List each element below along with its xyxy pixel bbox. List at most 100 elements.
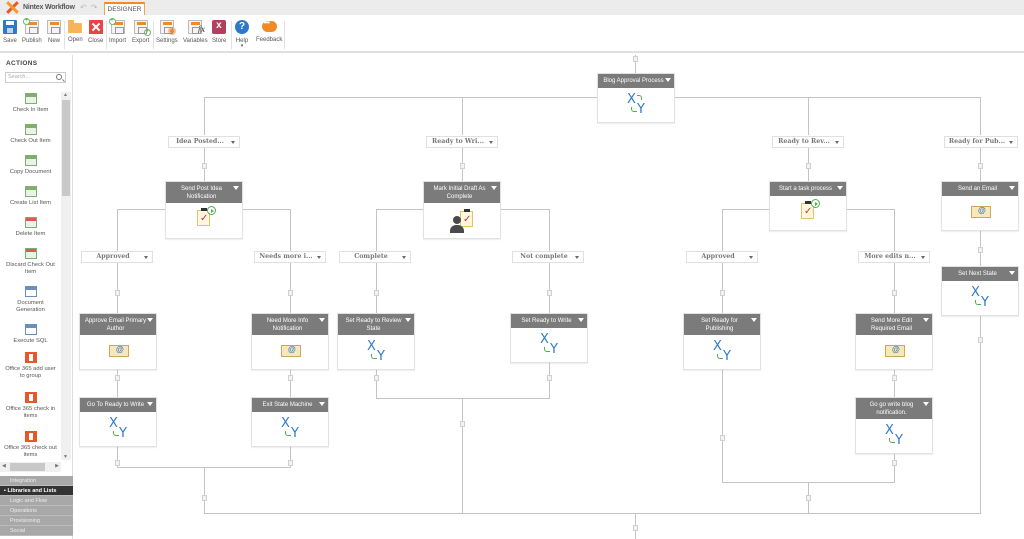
feedback-button[interactable]: Feedback: [256, 18, 282, 51]
dropdown-caret-icon[interactable]: [575, 256, 579, 259]
node-menu-caret-icon[interactable]: [751, 318, 757, 322]
branch-label-needs-more-info[interactable]: Needs more i...: [254, 251, 326, 263]
node-menu-caret-icon[interactable]: [147, 318, 153, 322]
dropdown-caret-icon[interactable]: [835, 141, 839, 144]
action-item-office365-add-user[interactable]: Office 365 add user to group: [0, 348, 61, 388]
close-button[interactable]: Close: [88, 18, 103, 51]
scroll-down-arrow-icon[interactable]: ▼: [63, 454, 68, 460]
node-menu-caret-icon[interactable]: [1009, 271, 1015, 275]
drop-connector[interactable]: [547, 290, 552, 296]
node-menu-caret-icon[interactable]: [665, 78, 671, 82]
dropdown-caret-icon[interactable]: [144, 256, 148, 259]
drop-connector[interactable]: [288, 460, 293, 466]
variables-button[interactable]: fx Variables: [183, 18, 208, 51]
node-send-post-idea-notification[interactable]: Send Post Idea Notification: [165, 181, 243, 239]
scroll-left-arrow-icon[interactable]: ◀: [2, 463, 6, 469]
branch-label-approved[interactable]: Approved: [81, 251, 153, 263]
drop-connector[interactable]: [374, 290, 379, 296]
dropdown-caret-icon[interactable]: [1009, 141, 1013, 144]
save-button[interactable]: Save: [3, 18, 17, 51]
node-menu-caret-icon[interactable]: [837, 186, 843, 190]
category-logic-and-flow[interactable]: Logic and Flow: [0, 496, 73, 506]
branch-label-more-edits-needed[interactable]: More edits n...: [858, 251, 930, 263]
node-menu-caret-icon[interactable]: [578, 318, 584, 322]
drop-connector[interactable]: [115, 290, 120, 296]
node-menu-caret-icon[interactable]: [923, 402, 929, 406]
action-item-check-in[interactable]: Check In Item: [0, 88, 61, 119]
drop-connector[interactable]: [720, 435, 725, 441]
category-libraries-and-lists[interactable]: ▪ Libraries and Lists: [0, 486, 73, 496]
state-label-idea-posted[interactable]: Idea Posted...: [168, 136, 240, 148]
drop-connector[interactable]: [115, 375, 120, 381]
redo-icon[interactable]: ↷: [90, 3, 98, 12]
vertical-scroll-thumb[interactable]: [62, 100, 70, 196]
node-menu-caret-icon[interactable]: [319, 318, 325, 322]
dropdown-caret-icon[interactable]: [921, 256, 925, 259]
action-item-create-list-item[interactable]: Create List Item: [0, 181, 61, 212]
node-need-more-info-notification[interactable]: Need More Info Notification: [251, 313, 329, 370]
node-start-task-process[interactable]: Start a task process: [769, 181, 847, 231]
node-menu-caret-icon[interactable]: [147, 402, 153, 406]
category-social[interactable]: Social: [0, 526, 73, 536]
publish-button[interactable]: + Publish: [22, 18, 42, 51]
node-menu-caret-icon[interactable]: [923, 318, 929, 322]
action-item-office365-check-out[interactable]: Office 365 check out items: [0, 427, 61, 460]
action-item-copy-document[interactable]: Copy Document: [0, 150, 61, 181]
category-integration[interactable]: Integration: [0, 476, 73, 486]
drop-connector[interactable]: [202, 163, 207, 169]
open-button[interactable]: Open: [68, 18, 83, 51]
drop-connector[interactable]: [288, 375, 293, 381]
state-label-ready-to-write[interactable]: Ready to Wri...: [426, 136, 498, 148]
drop-connector[interactable]: [115, 460, 120, 466]
node-approve-email-primary-author[interactable]: Approve Email Primary Author: [79, 313, 157, 370]
drop-connector[interactable]: [633, 525, 638, 531]
drop-connector[interactable]: [460, 163, 465, 169]
actions-search-input[interactable]: Search...: [5, 72, 66, 83]
action-item-discard-check-out[interactable]: Discard Check Out Item: [0, 243, 61, 281]
action-item-office365-check-in[interactable]: Office 365 check in items: [0, 388, 61, 427]
node-menu-caret-icon[interactable]: [233, 186, 239, 190]
category-provisioning[interactable]: Provisioning: [0, 516, 73, 526]
state-label-ready-to-review[interactable]: Ready to Rev...: [772, 136, 844, 148]
dropdown-caret-icon[interactable]: [749, 256, 753, 259]
action-item-check-out[interactable]: Check Out Item: [0, 119, 61, 150]
action-item-document-generation[interactable]: Document Generation: [0, 281, 61, 321]
drop-connector[interactable]: [374, 375, 379, 381]
drop-connector[interactable]: [978, 163, 983, 169]
dropdown-caret-icon[interactable]: [489, 141, 493, 144]
drop-connector[interactable]: [633, 56, 638, 62]
action-item-execute-sql[interactable]: Execute SQL: [0, 321, 61, 348]
branch-label-approved-review[interactable]: Approved: [686, 251, 758, 263]
undo-icon[interactable]: ↶: [80, 3, 87, 12]
state-label-ready-for-publishing[interactable]: Ready for Pub...: [944, 136, 1018, 148]
drop-connector[interactable]: [892, 375, 897, 381]
horizontal-scroll-thumb[interactable]: [10, 463, 45, 471]
drop-connector[interactable]: [978, 247, 983, 253]
action-list-horizontal-scrollbar[interactable]: ◀ ▶: [0, 462, 61, 472]
help-button[interactable]: ? Help ▾: [235, 18, 249, 51]
drop-connector[interactable]: [892, 460, 897, 466]
action-list-vertical-scrollbar[interactable]: ▲ ▼: [61, 92, 71, 460]
drop-connector[interactable]: [202, 495, 207, 501]
drop-connector[interactable]: [460, 421, 465, 427]
drop-connector[interactable]: [288, 290, 293, 296]
dropdown-caret-icon[interactable]: [317, 256, 321, 259]
scroll-right-arrow-icon[interactable]: ▶: [55, 463, 59, 469]
drop-connector[interactable]: [806, 495, 811, 501]
drop-connector[interactable]: [806, 163, 811, 169]
drop-connector[interactable]: [547, 375, 552, 381]
node-menu-caret-icon[interactable]: [1009, 186, 1015, 190]
store-button[interactable]: Store: [212, 18, 226, 51]
dropdown-caret-icon[interactable]: [231, 141, 235, 144]
import-button[interactable]: + Import: [108, 18, 126, 51]
node-menu-caret-icon[interactable]: [405, 318, 411, 322]
drop-connector[interactable]: [978, 337, 983, 343]
drop-connector[interactable]: [720, 290, 725, 296]
